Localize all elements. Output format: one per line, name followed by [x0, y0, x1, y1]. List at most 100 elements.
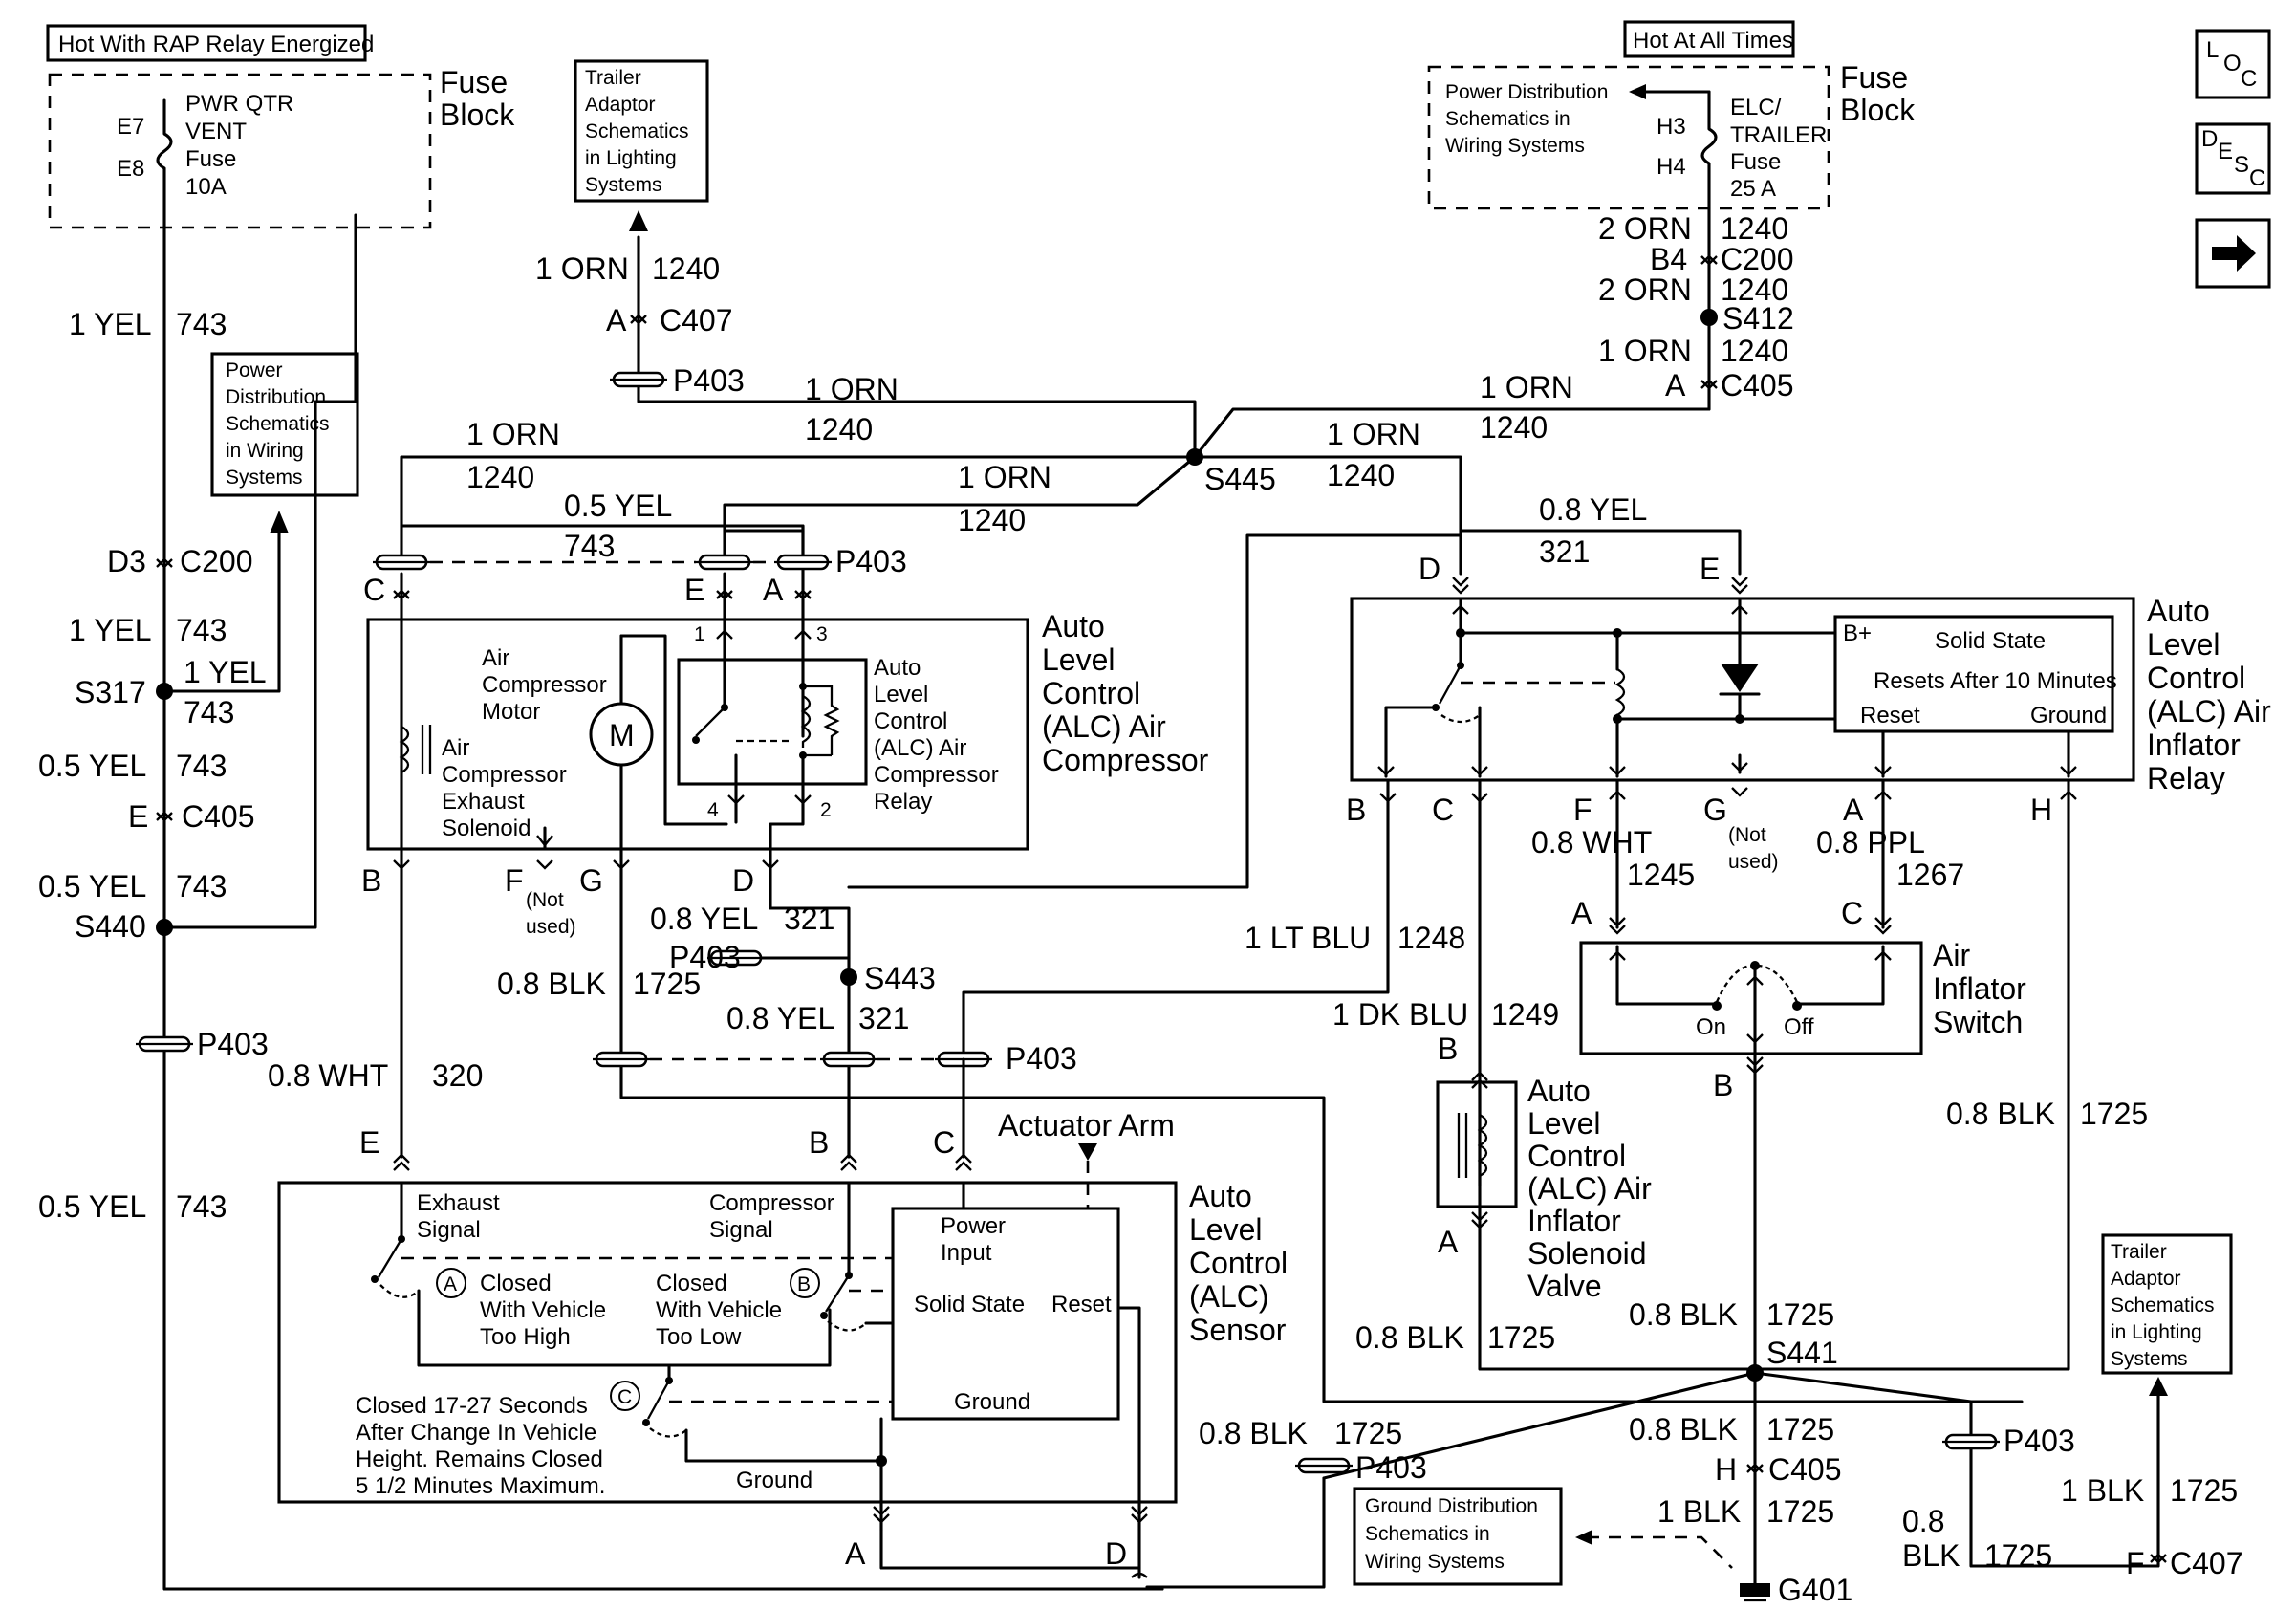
svg-text:Auto: Auto	[2147, 594, 2210, 628]
desc-button[interactable]: D E S C	[2195, 122, 2271, 195]
svg-text:(ALC) Air: (ALC) Air	[1527, 1171, 1652, 1206]
svg-text:1725: 1725	[2080, 1097, 2148, 1131]
svg-text:10A: 10A	[185, 174, 227, 200]
svg-text:Control: Control	[874, 708, 947, 734]
svg-text:C407: C407	[2170, 1546, 2243, 1580]
svg-text:E: E	[684, 573, 704, 607]
svg-text:C: C	[2241, 66, 2257, 92]
alc-air-compressor: Auto Level Control (ALC) Air Compressor …	[366, 609, 1209, 851]
svg-text:A: A	[1571, 896, 1592, 930]
svg-text:0.5 YEL: 0.5 YEL	[564, 489, 672, 523]
svg-text:0.5 YEL: 0.5 YEL	[38, 1189, 146, 1224]
svg-text:Closed: Closed	[656, 1271, 727, 1296]
svg-text:After Change In Vehicle: After Change In Vehicle	[356, 1420, 596, 1446]
svg-text:1240: 1240	[958, 503, 1026, 537]
svg-text:1 BLK: 1 BLK	[2061, 1473, 2144, 1508]
svg-text:Level: Level	[2147, 627, 2220, 662]
svg-text:A: A	[1843, 793, 1864, 827]
svg-text:C: C	[617, 1386, 632, 1408]
svg-text:E7: E7	[117, 114, 144, 140]
svg-text:Solenoid: Solenoid	[442, 816, 531, 841]
svg-text:Block: Block	[440, 98, 515, 132]
svg-text:E: E	[1700, 552, 1720, 586]
svg-text:G: G	[579, 863, 603, 898]
svg-text:On: On	[1696, 1014, 1726, 1040]
comp-top-forks	[400, 572, 805, 623]
svg-text:P403: P403	[669, 940, 741, 974]
svg-text:Resets After 10 Minutes: Resets After 10 Minutes	[1874, 668, 2117, 694]
ground-dist-ref[interactable]: Ground Distribution Schematics in Wiring…	[1353, 1487, 1563, 1586]
svg-text:D: D	[732, 863, 754, 898]
svg-text:Fuse: Fuse	[1730, 149, 1781, 175]
svg-text:0.8 BLK: 0.8 BLK	[1629, 1412, 1738, 1447]
svg-text:Auto: Auto	[1042, 609, 1105, 643]
svg-text:Level: Level	[1189, 1212, 1263, 1247]
svg-text:321: 321	[858, 1001, 909, 1035]
svg-text:Power Distribution: Power Distribution	[1445, 81, 1608, 103]
wire-321-top	[1459, 529, 1742, 576]
svg-text:C405: C405	[1768, 1452, 1842, 1487]
svg-text:1240: 1240	[805, 412, 873, 446]
svg-text:1 ORN: 1 ORN	[535, 251, 629, 286]
power-dist-ref-left[interactable]: Power Distribution Schematics in Wiring …	[210, 352, 359, 497]
svg-text:1240: 1240	[1480, 410, 1548, 445]
svg-text:Level: Level	[874, 682, 928, 707]
svg-text:E: E	[359, 1125, 379, 1160]
svg-text:M: M	[609, 718, 635, 752]
next-button[interactable]	[2195, 218, 2271, 289]
fuse-symbol-right	[1700, 90, 1718, 210]
svg-text:Actuator Arm: Actuator Arm	[998, 1108, 1175, 1142]
svg-text:C: C	[363, 573, 385, 607]
svg-text:F: F	[2126, 1546, 2145, 1580]
svg-text:(ALC) Air: (ALC) Air	[2147, 694, 2271, 729]
svg-text:F: F	[505, 863, 524, 898]
svg-text:Auto: Auto	[1189, 1179, 1252, 1213]
svg-text:Power: Power	[226, 359, 283, 381]
svg-text:Air: Air	[1933, 938, 1970, 972]
svg-text:Control: Control	[1189, 1246, 1288, 1280]
air-inflator-switch[interactable]: Air Inflator Switch On Off	[1579, 938, 2026, 1055]
svg-text:Reset: Reset	[1860, 703, 1920, 729]
svg-text:25 A: 25 A	[1730, 176, 1776, 202]
arrow-left-icon	[1575, 1530, 1592, 1545]
svg-text:H3: H3	[1657, 114, 1686, 140]
svg-text:D: D	[2201, 126, 2218, 152]
svg-text:0.8 BLK: 0.8 BLK	[497, 967, 606, 1001]
svg-text:0: 0	[1902, 1504, 1919, 1538]
svg-text:Compressor: Compressor	[709, 1190, 834, 1216]
svg-text:P403: P403	[197, 1027, 269, 1061]
svg-text:G: G	[1703, 793, 1727, 827]
svg-text:3: 3	[816, 623, 828, 645]
svg-text:320: 320	[432, 1058, 483, 1093]
svg-text:C200: C200	[180, 544, 253, 578]
svg-text:Fuse: Fuse	[1840, 60, 1908, 95]
trailer-ref-top[interactable]: Trailer Adaptor Schematics in Lighting S…	[574, 59, 709, 203]
svg-text:Ground: Ground	[954, 1389, 1030, 1415]
svg-text:1725: 1725	[1984, 1538, 2052, 1573]
svg-text:Sensor: Sensor	[1189, 1313, 1287, 1347]
svg-text:Ground: Ground	[2030, 703, 2107, 729]
svg-text:0.8 PPL: 0.8 PPL	[1816, 825, 1925, 859]
svg-text:B+: B+	[1843, 620, 1872, 646]
arrow-up-icon	[270, 511, 289, 533]
svg-text:1725: 1725	[1487, 1320, 1555, 1355]
svg-text:C: C	[1841, 896, 1863, 930]
svg-text:Off: Off	[1784, 1014, 1814, 1040]
svg-text:B: B	[809, 1125, 829, 1160]
svg-text:Adaptor: Adaptor	[585, 94, 656, 116]
svg-text:Switch: Switch	[1933, 1005, 2023, 1039]
trailer-ref-bottom[interactable]: Trailer Adaptor Schematics in Lighting S…	[2101, 1233, 2233, 1375]
svg-text:(ALC): (ALC)	[1189, 1279, 1269, 1314]
svg-text:Compressor: Compressor	[874, 762, 999, 788]
svg-text:S443: S443	[864, 961, 936, 995]
compressor-relay	[677, 658, 868, 786]
alc-sensor: Auto Level Control (ALC) Sensor Actuator…	[277, 1108, 1288, 1532]
svg-text:(ALC) Air: (ALC) Air	[874, 735, 966, 761]
svg-text:O: O	[2223, 51, 2242, 76]
svg-text:Inflator: Inflator	[1933, 971, 2026, 1006]
svg-text:0.8 YEL: 0.8 YEL	[650, 902, 758, 936]
svg-text:0.8 WHT: 0.8 WHT	[1531, 825, 1652, 859]
wires-compressor-down	[400, 533, 2024, 1403]
loc-button[interactable]: L O C	[2195, 29, 2271, 99]
svg-text:0.8 YEL: 0.8 YEL	[726, 1001, 834, 1035]
